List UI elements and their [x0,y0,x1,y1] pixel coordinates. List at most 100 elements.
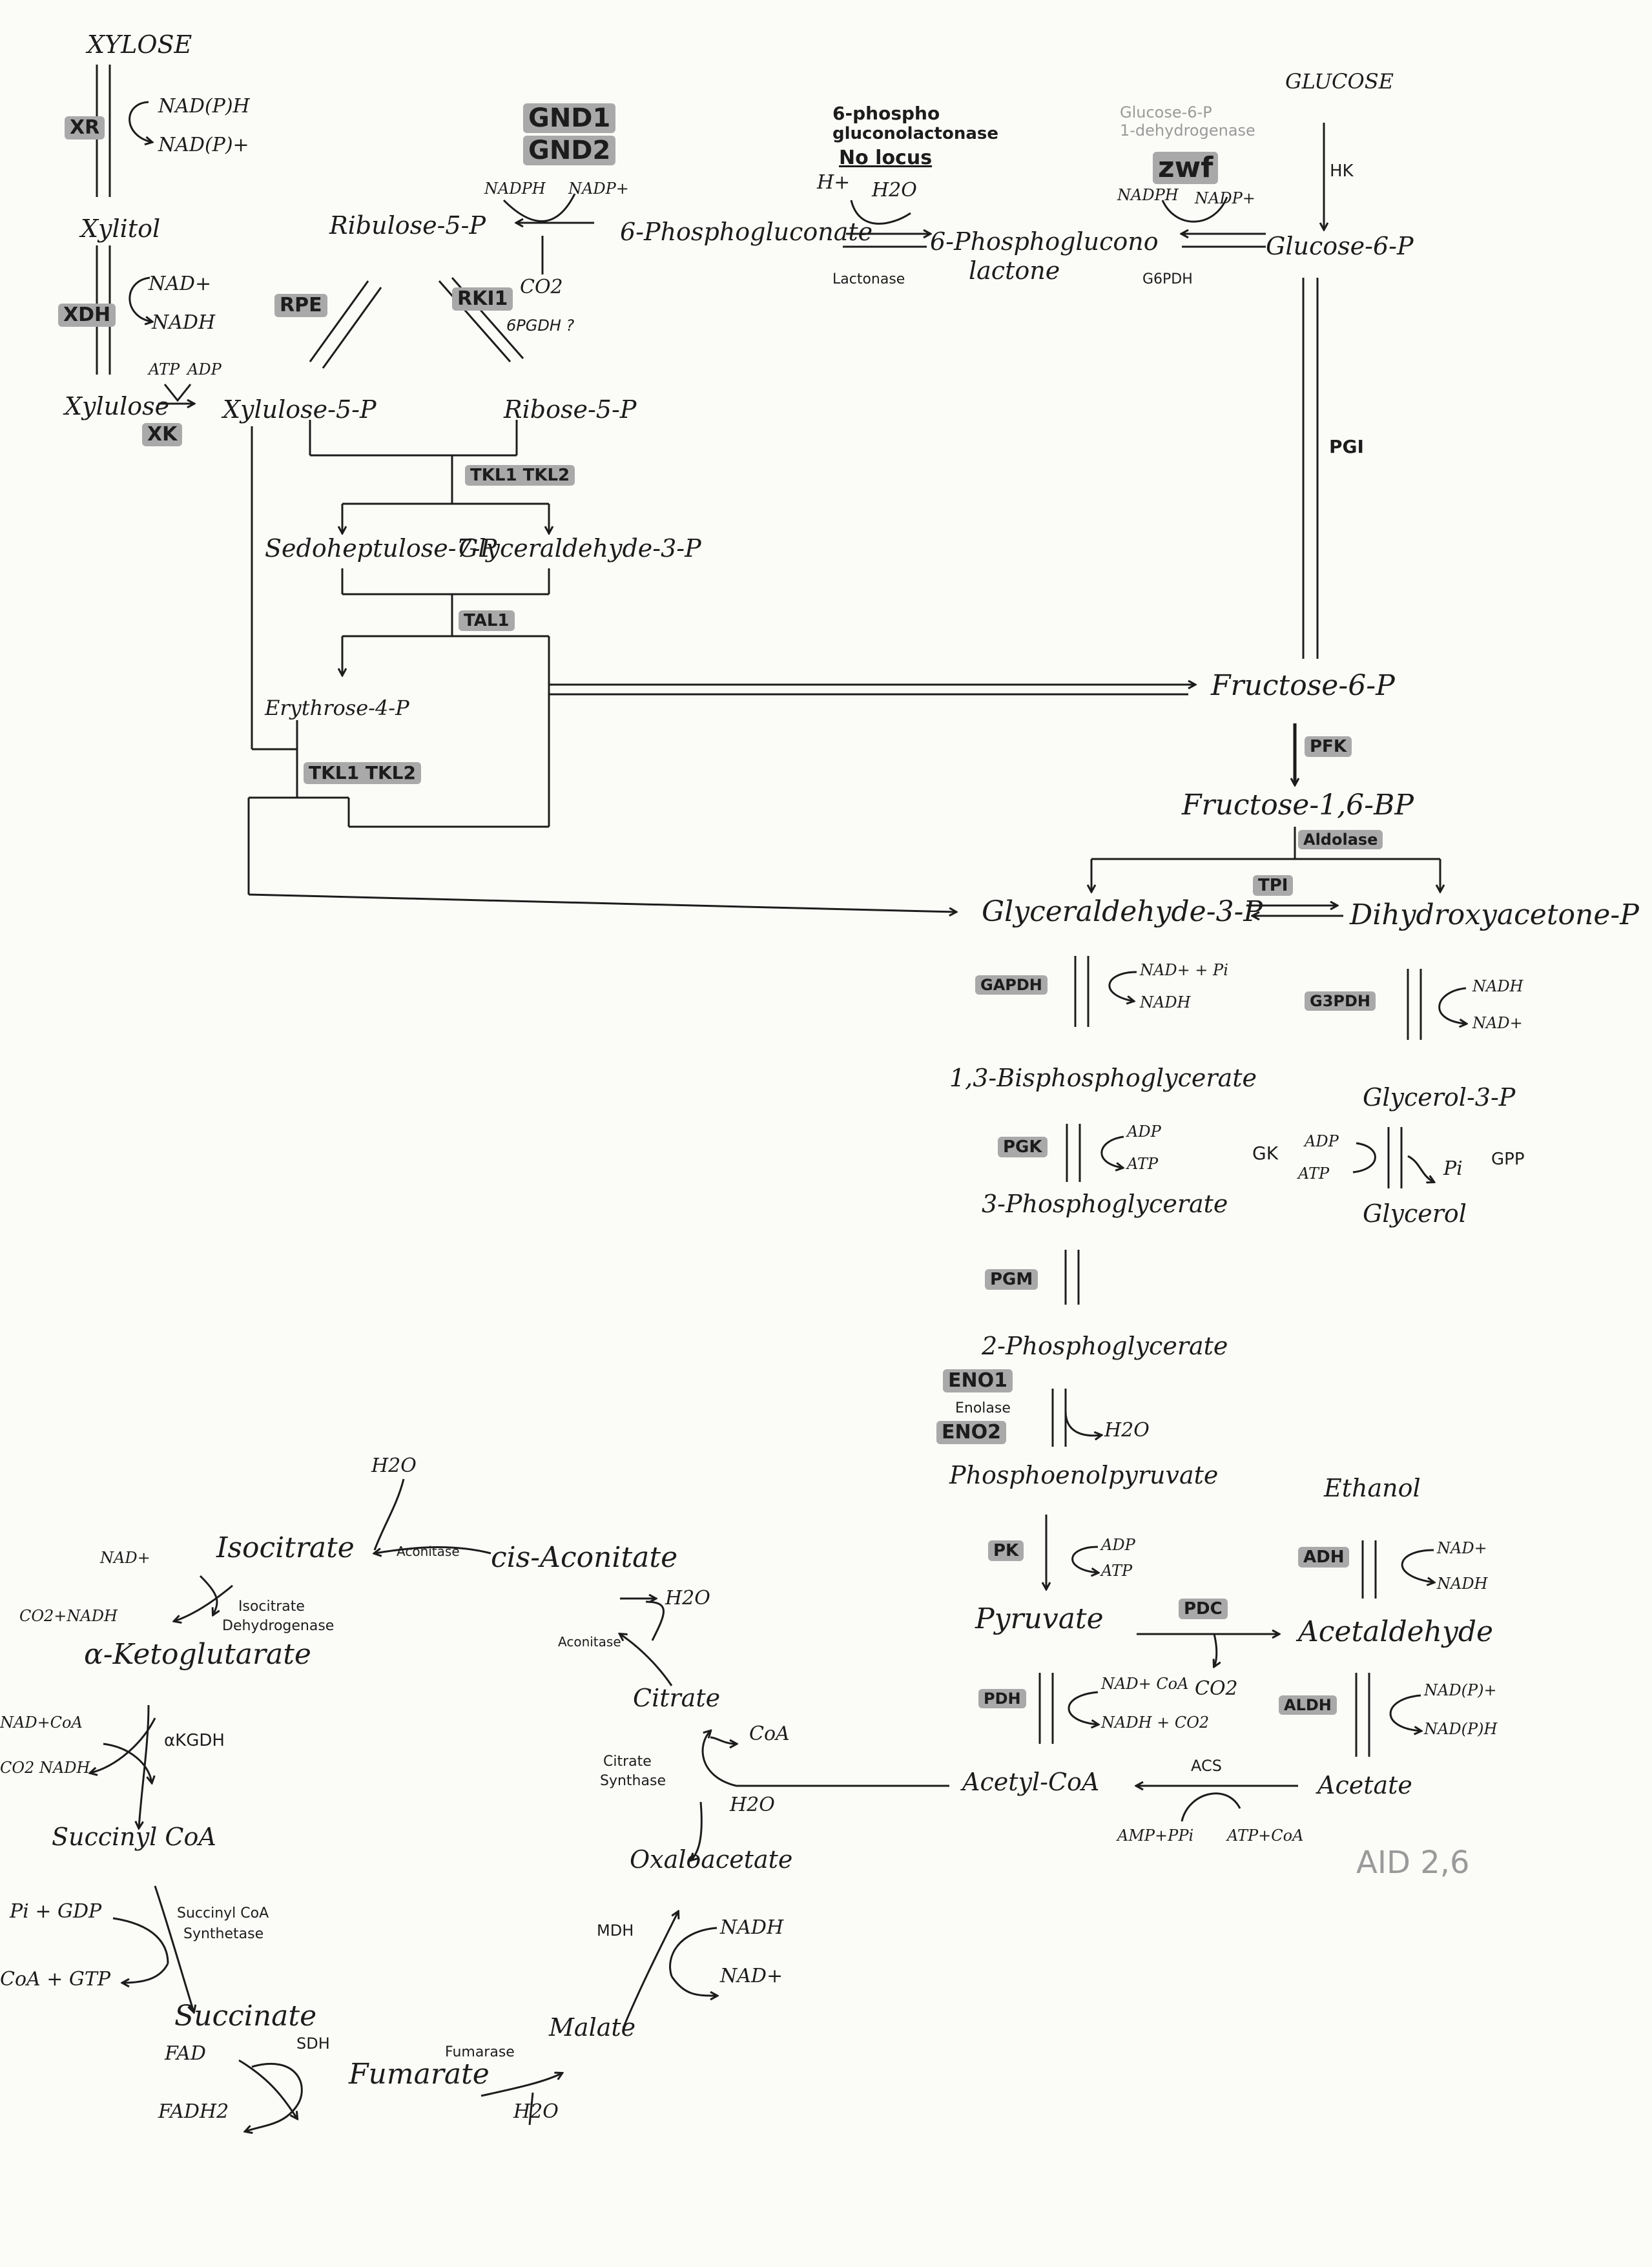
enzyme-no-locus: No locus [839,147,933,169]
metabolite-glycerol-3p: Glycerol-3-P [1363,1083,1516,1112]
enzyme-fumarase: Fumarase [445,2044,515,2060]
cofactor-nadph-gnd: NADPH [484,180,546,198]
enzyme-aldolase: Aldolase [1298,830,1383,849]
cofactor-co2-nadh: CO2+NADH [19,1607,118,1625]
enzyme-gk: GK [1252,1143,1279,1164]
cofactor-nadp-gnd: NADP+ [568,180,629,198]
metabolite-ethanol: Ethanol [1324,1474,1421,1502]
metabolite-pyruvate: Pyruvate [975,1602,1104,1635]
enzyme-pdc: PDC [1179,1599,1228,1619]
margin-annotation: AID 2,6 [1356,1845,1470,1881]
enzyme-pdh: PDH [978,1689,1026,1708]
cofactor-nadph-h: NAD(P)H [158,95,250,118]
metabolite-acetate: Acetate [1317,1771,1412,1799]
cofactor-nadh-xdh: NADH [152,311,216,334]
enzyme-sdh: SDH [296,2034,330,2053]
metabolite-xylitol: Xylitol [81,214,161,243]
cofactor-atp-xk: ATP [149,360,180,378]
cofactor-nad-coa-kg: NAD+CoA [0,1713,83,1732]
cofactor-co2-pdc: CO2 [1195,1677,1238,1700]
metabolite-citrate: Citrate [633,1684,721,1712]
enzyme-xr: XR [65,116,105,140]
enzyme-eno1: ENO1 [943,1369,1013,1392]
enzyme-akgdh: αKGDH [164,1731,225,1750]
enzyme-pgm: PGM [985,1269,1038,1290]
enzyme-hk: HK [1330,161,1354,181]
enzyme-rki1: RKI1 [452,287,513,311]
enzyme-gnd1: GND1 [523,103,616,133]
cofactor-adp-pgk: ADP [1127,1123,1161,1141]
enzyme-gpp: GPP [1491,1150,1525,1169]
metabolite-fructose-16bp: Fructose-1,6-BP [1182,789,1414,822]
cofactor-nad-pi: NAD+ + Pi [1140,961,1228,979]
enzyme-isocitrate-dh-2: Dehydrogenase [222,1618,335,1634]
cofactor-nadph-aldh: NAD(P)H [1424,1720,1498,1738]
metabolite-acetaldehyde: Acetaldehyde [1298,1615,1494,1648]
enzyme-pgk: PGK [998,1137,1048,1157]
cofactor-nad-coa: NAD+ CoA [1101,1675,1189,1693]
metabolite-dihydroxyacetone-p: Dihydroxyacetone-P [1350,898,1639,931]
enzyme-tkl1-tkl2-a: TKL1 TKL2 [465,465,575,486]
cofactor-adp-gk: ADP [1305,1132,1339,1150]
enzyme-tpi: TPI [1253,875,1294,896]
cofactor-nadh-g3pdh: NADH [1472,977,1523,995]
enzyme-pk: PK [988,1540,1024,1561]
cofactor-atp-coa: ATP+CoA [1227,1827,1304,1845]
metabolite-xylulose-5p: Xylulose-5-P [223,395,377,424]
metabolite-xylose: XYLOSE [87,30,192,59]
metabolite-isocitrate: Isocitrate [216,1531,355,1564]
cofactor-coa-gtp: CoA + GTP [0,1968,111,1991]
cofactor-fad: FAD [165,2042,206,2065]
enzyme-pgi: PGI [1329,436,1364,457]
metabolite-succinate: Succinate [174,2000,317,2033]
enzyme-pfk: PFK [1305,736,1352,757]
metabolite-fructose-6p: Fructose-6-P [1211,669,1395,702]
cofactor-h2o-lactonase: H2O [872,179,917,202]
cofactor-adp-pk: ADP [1101,1536,1135,1554]
cofactor-nadph-zwf: NADPH [1117,186,1179,204]
enzyme-tkl1-tkl2-b: TKL1 TKL2 [304,762,421,784]
enzyme-gnd2: GND2 [523,136,616,165]
cofactor-co2-nadh-kg: CO2 NADH [0,1759,90,1777]
enzyme-adh: ADH [1298,1547,1350,1568]
enzyme-aconitase-1: Aconitase [397,1544,460,1559]
metabolite-acetyl-coa: Acetyl-CoA [962,1768,1100,1796]
metabolite-3-phosphoglycerate: 3-Phosphoglycerate [982,1190,1228,1218]
enzyme-eno2: ENO2 [936,1421,1006,1444]
cofactor-fadh2: FADH2 [158,2100,229,2123]
cofactor-nad-mdh: NAD+ [720,1965,783,1987]
enzyme-citrate-synthase-2: Synthase [600,1773,666,1789]
enzyme-rpe: RPE [274,294,327,317]
enzyme-lactonase-name-2: gluconolactonase [832,124,999,143]
metabolite-phosphoenolpyruvate: Phosphoenolpyruvate [949,1461,1219,1489]
cofactor-coa-cs: CoA [749,1723,790,1745]
metabolite-phosphoglucono-lactone-2: lactone [969,256,1060,285]
metabolite-succinyl-coa: Succinyl CoA [52,1823,216,1851]
enzyme-gapdh: GAPDH [975,975,1048,995]
cofactor-nad-g3pdh: NAD+ [1472,1014,1523,1032]
cofactor-co2-gnd: CO2 [520,276,563,298]
enzyme-isocitrate-dh-1: Isocitrate [238,1599,305,1615]
cofactor-nad-adh: NAD+ [1437,1539,1487,1557]
metabolite-oxaloacetate: Oxaloacetate [630,1845,793,1874]
cofactor-h2o-aconitase-1: H2O [371,1454,417,1477]
cofactor-atp-pk: ATP [1101,1562,1133,1580]
enzyme-xk: XK [142,423,183,446]
enzyme-tal1: TAL1 [459,610,515,631]
metabolite-ribose-5p: Ribose-5-P [504,395,637,424]
enzyme-acs: ACS [1191,1757,1222,1775]
cofactor-nadp-zwf: NADP+ [1195,189,1255,207]
cofactor-h2o-aconitase-2: H2O [665,1587,710,1610]
cofactor-pi-gk: Pi [1443,1157,1463,1180]
cofactor-nadh-adh: NADH [1437,1575,1488,1593]
enzyme-enolase: Enolase [955,1400,1011,1416]
metabolite-6-phosphogluconate: 6-Phosphogluconate [620,218,873,246]
enzyme-citrate-synthase-1: Citrate [603,1754,652,1770]
enzyme-aldh: ALDH [1279,1695,1337,1715]
metabolite-2-phosphoglycerate: 2-Phosphoglycerate [982,1332,1228,1360]
cofactor-h-plus: H+ [817,171,851,194]
enzyme-g6p-dehydrogenase-2: 1-dehydrogenase [1120,121,1255,140]
enzyme-succinyl-coa-synthetase-2: Synthetase [183,1926,264,1942]
metabolite-ribulose-5p: Ribulose-5-P [329,211,486,240]
